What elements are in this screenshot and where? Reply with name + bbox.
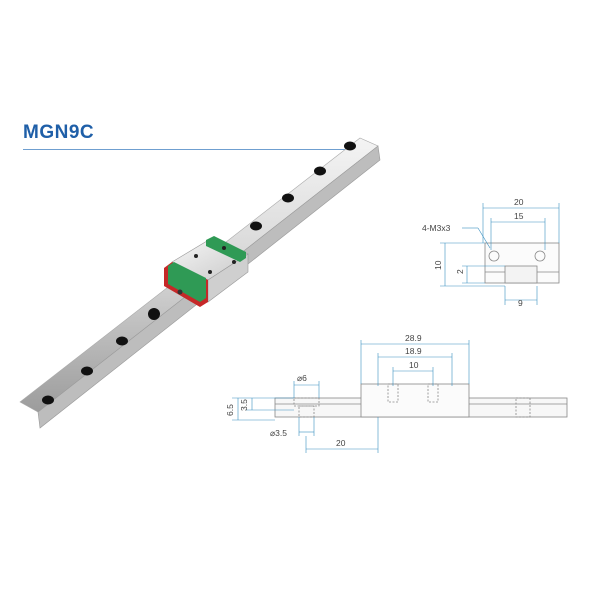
dim-rail-offset: 2 xyxy=(455,269,465,274)
side-view-dimensions xyxy=(232,340,470,453)
end-view-hole-right xyxy=(534,250,546,262)
block-rear-green xyxy=(206,236,246,262)
grease-nipple xyxy=(177,289,183,295)
block-screw-1 xyxy=(194,254,198,258)
product-title: MGN9C xyxy=(23,122,95,143)
dim-hole-dia: ⌀3.5 xyxy=(270,428,287,438)
rail-hole-5 xyxy=(148,308,160,320)
end-view-drawing xyxy=(484,242,560,284)
rail-hole-3 xyxy=(282,193,294,203)
dim-end-height: 10 xyxy=(433,260,443,270)
rail-product-image xyxy=(19,137,381,429)
end-view-rail xyxy=(504,265,538,284)
dim-height-counterbore: 3.5 xyxy=(239,399,249,411)
carriage-block xyxy=(164,236,249,307)
rail-hole-2 xyxy=(314,166,326,176)
side-view-drawing xyxy=(274,383,568,418)
block-screw-4 xyxy=(232,260,236,264)
rail-hole-8 xyxy=(42,395,54,405)
dim-hole-pitch: 20 xyxy=(336,438,346,448)
dim-end-width: 20 xyxy=(514,197,524,207)
dim-height-total: 6.5 xyxy=(225,404,235,416)
rail-hole-7 xyxy=(81,366,93,376)
block-screw-2 xyxy=(222,246,226,250)
dim-end-hole-spacing: 15 xyxy=(514,211,524,221)
dim-block-length: 28.9 xyxy=(405,333,422,343)
dim-counterbore-dia: ⌀6 xyxy=(297,373,307,383)
block-screw-3 xyxy=(208,270,212,274)
rail-hole-4 xyxy=(250,221,262,231)
title-underline xyxy=(23,149,373,150)
block-front-green xyxy=(168,262,206,302)
end-view-hole-left xyxy=(488,250,500,262)
end-view-dimensions xyxy=(440,203,560,305)
dim-rail-width: 9 xyxy=(518,298,523,308)
rail-hole-1 xyxy=(344,141,356,151)
rail-hole-6 xyxy=(116,336,128,346)
side-view-block xyxy=(360,383,470,418)
dim-body-length: 18.9 xyxy=(405,346,422,356)
dim-mount-hole-spacing: 10 xyxy=(409,360,419,370)
dim-thread-callout: 4-M3x3 xyxy=(422,223,451,233)
side-view-bore xyxy=(298,405,315,418)
